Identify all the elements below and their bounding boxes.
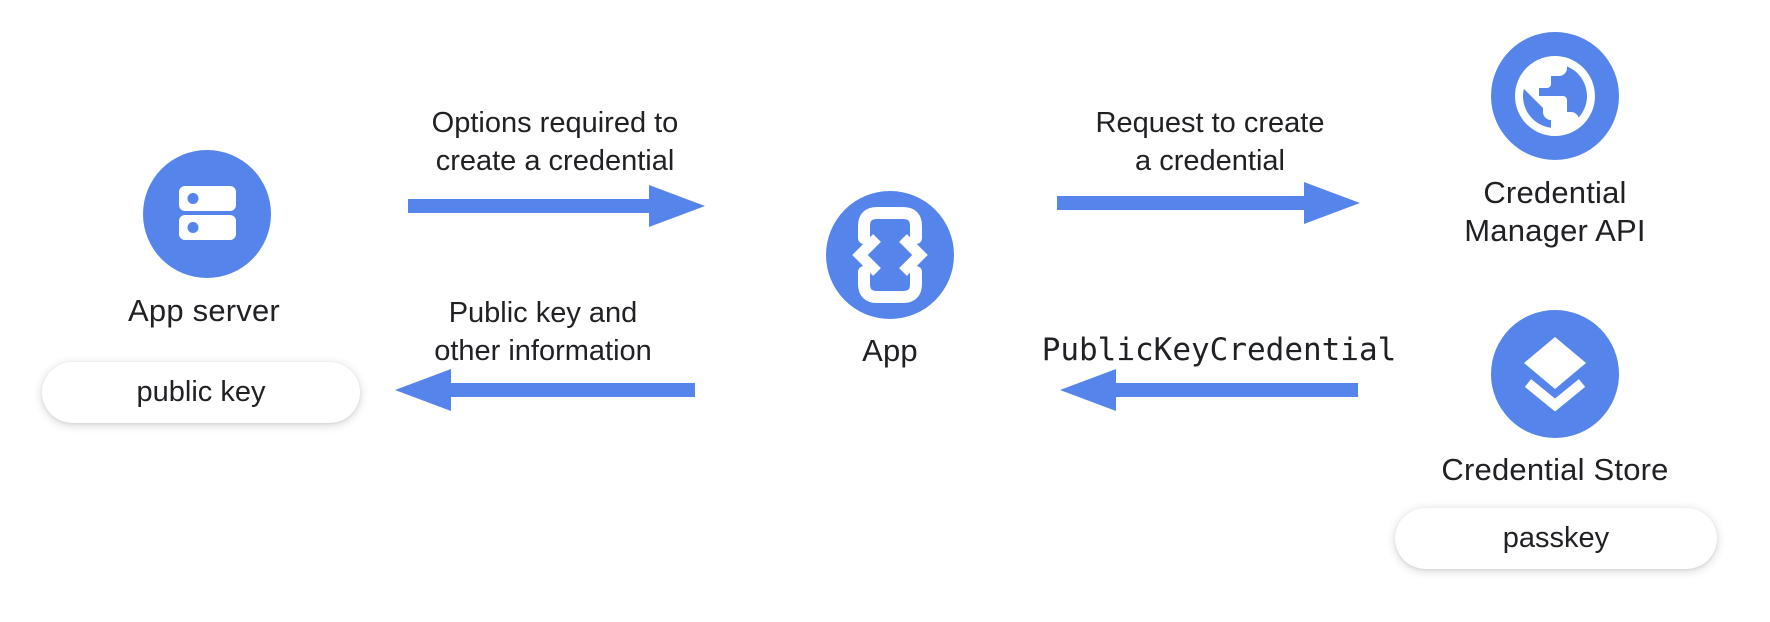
options-arrow-caption-line2: create a credential: [435, 145, 675, 177]
public-key-pill: public key: [42, 362, 360, 423]
credential-manager-api-label: Credential Manager API: [1395, 174, 1715, 250]
globe-icon: [1491, 32, 1619, 160]
app-server-label: App server: [44, 292, 364, 330]
publickeycredential-caption: PublicKeyCredential: [1038, 333, 1400, 367]
public-key-arrow-caption-line2: other information: [434, 335, 652, 367]
app-label-line: App: [862, 333, 918, 368]
publickeycredential-caption-text: PublicKeyCredential: [1041, 332, 1397, 368]
server-icon: [143, 150, 271, 278]
layers-icon: [1491, 310, 1619, 438]
app-server-label-line: App server: [128, 293, 280, 328]
publickeycredential-arrow: [1060, 369, 1358, 411]
public-key-arrow: [395, 369, 695, 411]
options-arrow: [408, 185, 705, 227]
credential-manager-api-label-line1: Credential: [1483, 175, 1627, 210]
app-label: App: [730, 332, 1050, 370]
request-arrow-caption-line1: Request to create: [1095, 107, 1325, 139]
options-arrow-caption-line1: Options required to: [431, 107, 679, 139]
request-arrow-caption-line2: a credential: [1135, 145, 1285, 177]
request-arrow-caption: Request to create a credential: [1040, 104, 1380, 180]
credential-store-label-line: Credential Store: [1441, 452, 1669, 487]
public-key-arrow-caption-line1: Public key and: [448, 297, 638, 329]
credential-manager-api-label-line2: Manager API: [1464, 213, 1646, 248]
request-arrow: [1057, 182, 1360, 224]
options-arrow-caption: Options required to create a credential: [385, 104, 725, 180]
phone-code-icon: [826, 191, 954, 319]
passkey-pill: passkey: [1395, 508, 1717, 569]
public-key-pill-text: public key: [136, 376, 266, 408]
credential-store-label: Credential Store: [1395, 451, 1715, 489]
public-key-arrow-caption: Public key and other information: [373, 294, 713, 370]
passkey-pill-text: passkey: [1502, 522, 1610, 554]
